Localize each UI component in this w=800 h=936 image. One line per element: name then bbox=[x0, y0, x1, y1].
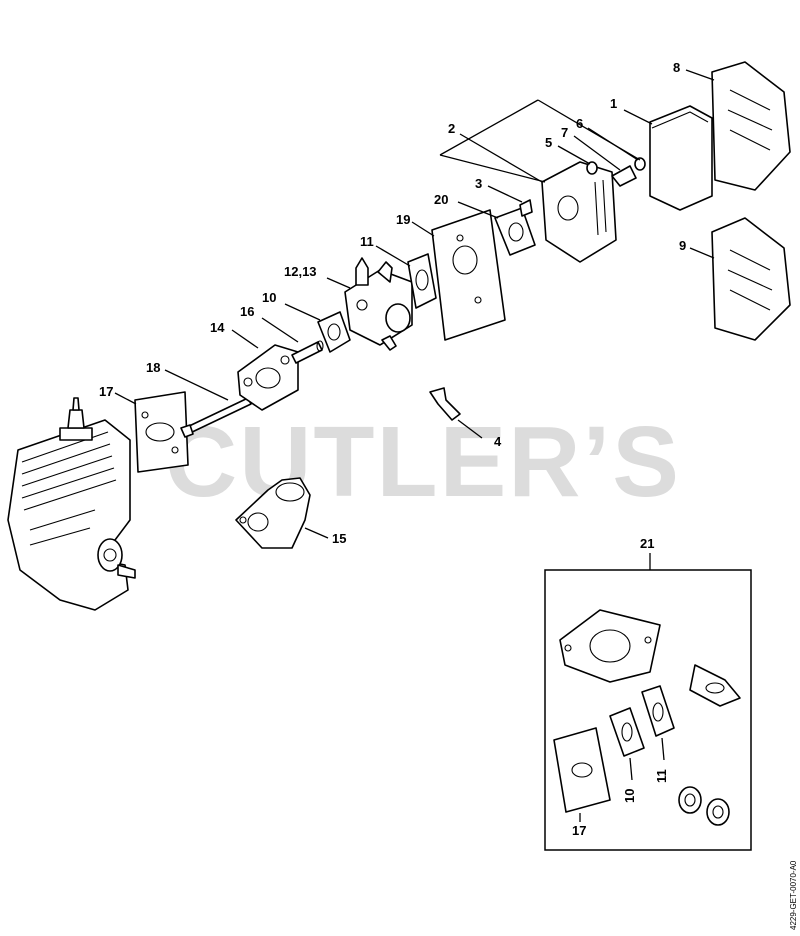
engine-cylinder bbox=[7, 397, 136, 611]
kit-callout-10: 10 bbox=[622, 789, 637, 803]
callout-14: 14 bbox=[210, 320, 225, 335]
callout-15: 15 bbox=[332, 531, 346, 546]
filter-cover-9 bbox=[711, 217, 791, 341]
callout-6: 6 bbox=[576, 116, 583, 131]
callout-20: 20 bbox=[434, 192, 448, 207]
kit-box bbox=[544, 569, 752, 851]
screw-18 bbox=[180, 397, 252, 438]
filter-cover-8 bbox=[711, 61, 791, 191]
callout-8: 8 bbox=[673, 60, 680, 75]
callout-11: 11 bbox=[360, 234, 374, 249]
callout-17: 17 bbox=[99, 384, 113, 399]
lever-7 bbox=[611, 165, 637, 187]
kit-callout-17: 17 bbox=[572, 823, 586, 838]
callout-3: 3 bbox=[475, 176, 482, 191]
callout-2: 2 bbox=[448, 121, 455, 136]
air-filter-1 bbox=[649, 105, 713, 211]
gasket-11 bbox=[407, 253, 437, 309]
baseplate-19 bbox=[431, 209, 506, 341]
callout-1: 1 bbox=[610, 96, 617, 111]
callout-12-13: 12,13 bbox=[284, 264, 317, 279]
kit-label: 21 bbox=[640, 536, 654, 551]
callout-19: 19 bbox=[396, 212, 410, 227]
gasket-kit-21: 21 11 10 17 bbox=[544, 536, 752, 851]
watermark: CUTLER’S bbox=[165, 406, 681, 518]
callout-9: 9 bbox=[679, 238, 686, 253]
callout-10: 10 bbox=[262, 290, 276, 305]
nut-6 bbox=[634, 157, 646, 171]
callout-5: 5 bbox=[545, 135, 552, 150]
callout-labels: 1 2 3 4 5 6 7 8 9 10 11 12,13 14 15 16 1… bbox=[99, 60, 686, 546]
intake-elbow-15 bbox=[235, 477, 311, 549]
intake-flange-14 bbox=[237, 344, 299, 411]
air-filter-box-2 bbox=[541, 161, 617, 263]
kit-callout-11: 11 bbox=[654, 769, 669, 783]
drawing-code: 4229-GET-0070-A0 bbox=[789, 860, 798, 930]
callout-16: 16 bbox=[240, 304, 254, 319]
carburetor-12-13 bbox=[344, 257, 413, 351]
callout-7: 7 bbox=[561, 125, 568, 140]
washer-5 bbox=[586, 161, 598, 175]
gasket-20 bbox=[494, 207, 536, 256]
gasket-10 bbox=[317, 311, 351, 353]
throttle-lever-4 bbox=[429, 387, 461, 421]
callout-18: 18 bbox=[146, 360, 160, 375]
gasket-17 bbox=[134, 391, 189, 473]
spacer-16 bbox=[291, 340, 324, 364]
callout-4: 4 bbox=[494, 434, 502, 449]
choke-lever-3 bbox=[519, 199, 533, 217]
